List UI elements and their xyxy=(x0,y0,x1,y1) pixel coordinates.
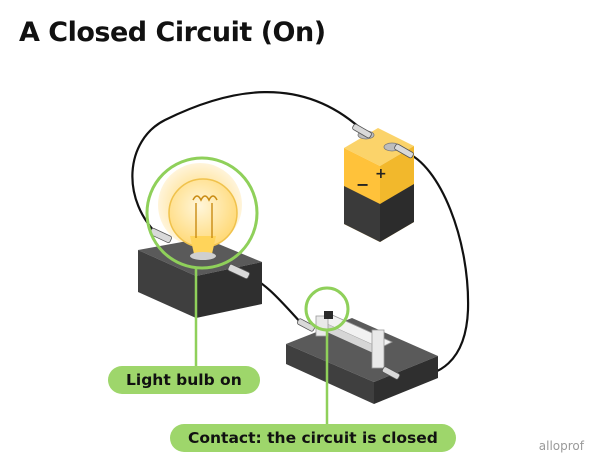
battery-positive-symbol: + xyxy=(375,166,387,182)
bulb-callout-label: Light bulb on xyxy=(108,366,260,394)
contact-callout-label: Contact: the circuit is closed xyxy=(170,424,456,452)
wire-top xyxy=(131,91,362,239)
page-title: A Closed Circuit (On) xyxy=(19,17,326,48)
battery-clips xyxy=(352,123,414,159)
switch-clips xyxy=(296,318,401,380)
battery-negative-symbol: − xyxy=(356,175,369,194)
brand-logo: alloprof xyxy=(538,439,584,453)
bulb-highlight-circle xyxy=(145,156,259,270)
battery xyxy=(344,128,414,242)
light-bulb xyxy=(168,178,238,260)
